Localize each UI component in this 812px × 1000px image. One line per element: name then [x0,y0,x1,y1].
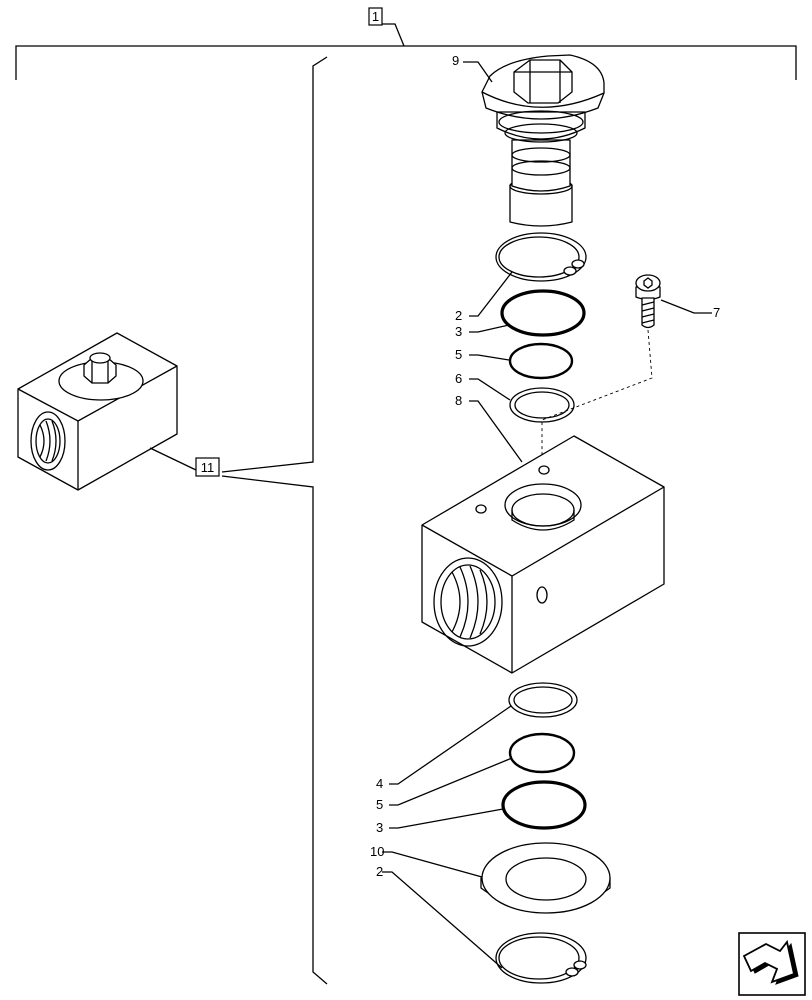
callout-1: 1 [372,9,379,24]
snap-ring-top: 2 [455,232,587,323]
callout-3-top: 3 [455,324,462,339]
next-page-arrow-icon[interactable] [738,932,806,996]
callout-10: 10 [370,844,384,859]
backup-ring-top: 6 [455,371,575,423]
assembled-valve-thumbnail: 11 [17,332,220,491]
oring-top-small: 5 [455,342,574,380]
plug-part: 9 [452,53,605,227]
oring-bottom-small: 5 [376,732,576,812]
subassembly-bracket [221,56,328,985]
callout-2-bottom: 2 [376,864,383,879]
callout-9: 9 [452,53,459,68]
callout-11: 11 [201,460,215,475]
callout-5-bottom: 5 [376,797,383,812]
callout-3-bottom: 3 [376,820,383,835]
oring-top-large: 3 [455,289,586,339]
oring-bottom-large: 3 [376,780,587,835]
backup-ring-bottom: 4 [376,682,578,791]
assembly-bracket: 1 [15,7,797,80]
snap-ring-bottom: 2 [376,864,587,984]
callout-4: 4 [376,776,383,791]
callout-6-top: 6 [455,371,462,386]
valve-body-part: 8 [421,393,665,674]
callout-2-top: 2 [455,308,462,323]
callout-7: 7 [713,305,720,320]
washer-part: 10 [370,842,611,914]
callout-8: 8 [455,393,462,408]
screw-part: 7 [541,274,720,470]
callout-5-top: 5 [455,347,462,362]
